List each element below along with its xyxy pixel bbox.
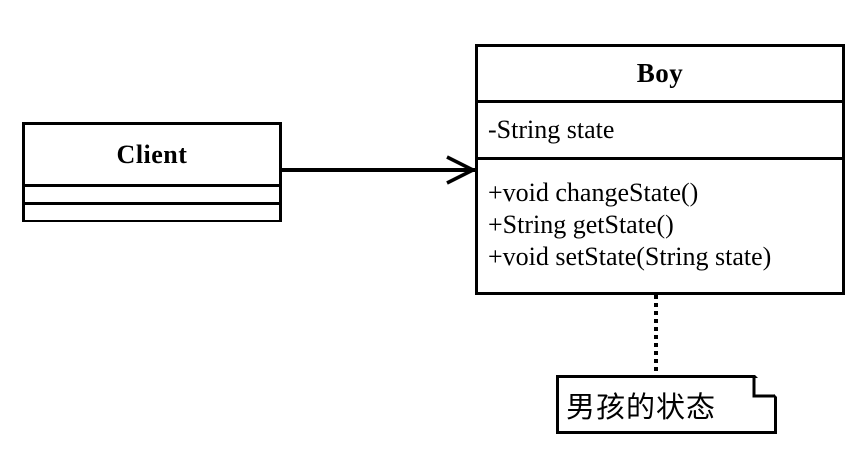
class-attributes-compartment-client (25, 184, 279, 202)
class-name-client: Client (116, 139, 188, 169)
class-method: +String getState() (488, 209, 674, 239)
class-attributes-compartment-boy: -String state (478, 100, 842, 157)
class-name-compartment-client: Client (25, 125, 279, 184)
note-shape (556, 375, 777, 434)
class-methods-compartment-client (25, 202, 279, 220)
class-methods-compartment-boy: +void changeState() +String getState() +… (478, 157, 842, 289)
class-attribute: -String state (488, 115, 615, 144)
class-method: +void changeState() (488, 177, 699, 207)
class-name-compartment-boy: Boy (478, 47, 842, 100)
note-text: 男孩的状态 (566, 389, 717, 424)
uml-note[interactable]: 男孩的状态 (556, 375, 777, 434)
class-box-client[interactable]: Client (22, 122, 282, 222)
class-method: +void setState(String state) (488, 241, 772, 271)
association-arrowhead-icon (446, 155, 477, 185)
association-line-client-to-boy (282, 168, 475, 172)
note-anchor-line (654, 295, 658, 375)
class-name-boy: Boy (636, 58, 684, 88)
note-fold-corner-icon (752, 377, 775, 398)
class-box-boy[interactable]: Boy -String state +void changeState() +S… (475, 44, 845, 295)
